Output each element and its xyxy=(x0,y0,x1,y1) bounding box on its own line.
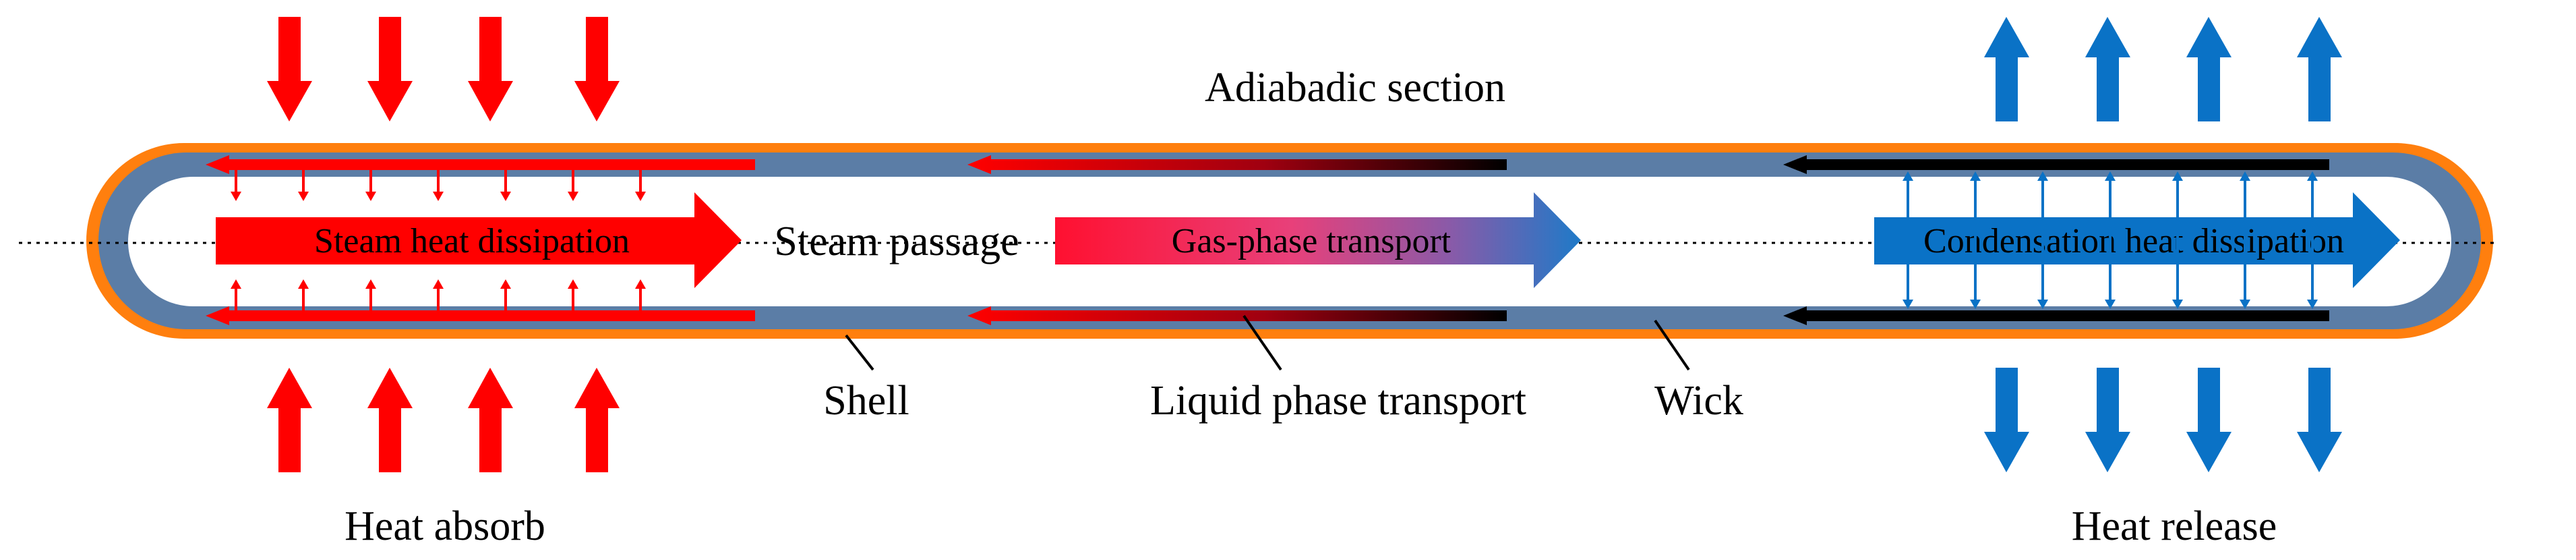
heat-absorb-bottom-arrows xyxy=(267,368,620,472)
evaporator-radial-arrows xyxy=(231,170,646,310)
liquid-return-arrow xyxy=(206,155,755,174)
flow-arrow-gas-transport-label: Gas-phase transport xyxy=(1172,222,1451,260)
wick-leader-line xyxy=(1654,319,1690,371)
liquid-return-arrow xyxy=(1783,155,2329,174)
liquid-return-arrow xyxy=(967,155,1507,174)
arrow-down-blue-icon xyxy=(2186,368,2231,472)
flow-arrow-gas-transport: Gas-phase transport xyxy=(1055,192,1581,288)
flow-arrow-condensation-label: Condensation heat dissipation xyxy=(1923,222,2344,260)
arrow-down-red-icon xyxy=(468,17,513,121)
steam-passage-label: Steam passage xyxy=(774,219,1019,264)
liquid-transport-leader-line xyxy=(1242,314,1282,371)
heat-release-label: Heat release xyxy=(2072,503,2277,549)
liquid-return-arrow xyxy=(967,306,1507,325)
heat-absorb-top-arrows xyxy=(267,17,620,121)
arrow-up-blue-icon xyxy=(2085,17,2130,121)
arrow-down-blue-icon xyxy=(2297,368,2342,472)
liquid-return-arrow xyxy=(206,306,755,325)
arrow-down-red-icon xyxy=(267,17,312,121)
arrow-down-red-icon xyxy=(574,17,620,121)
arrow-down-red-icon xyxy=(367,17,413,121)
arrow-down-blue-icon xyxy=(1984,368,2029,472)
adiabatic-section-label: Adiabadic section xyxy=(1205,65,1505,111)
wick-label: Wick xyxy=(1654,378,1743,424)
liquid-transport-label: Liquid phase transport xyxy=(1150,378,1526,424)
heat-absorb-label: Heat absorb xyxy=(345,503,545,549)
flow-arrow-steam-dissipation: Steam heat dissipation xyxy=(216,192,742,288)
arrow-up-red-icon xyxy=(468,368,513,472)
arrow-down-blue-icon xyxy=(2085,368,2130,472)
arrow-up-red-icon xyxy=(574,368,620,472)
flow-arrow-condensation: Condensation heat dissipation xyxy=(1874,192,2400,288)
flow-arrow-steam-dissipation-label: Steam heat dissipation xyxy=(314,222,630,260)
arrow-up-blue-icon xyxy=(2186,17,2231,121)
liquid-return-arrows xyxy=(206,155,2329,325)
arrow-up-blue-icon xyxy=(1984,17,2029,121)
heat-release-bottom-arrows xyxy=(1984,368,2342,472)
arrow-up-red-icon xyxy=(367,368,413,472)
shell-leader-line xyxy=(845,334,874,371)
shell-label: Shell xyxy=(823,378,909,424)
arrow-up-blue-icon xyxy=(2297,17,2342,121)
leader-lines xyxy=(845,314,1690,371)
heat-release-top-arrows xyxy=(1984,17,2342,121)
arrow-up-red-icon xyxy=(267,368,312,472)
liquid-return-arrow xyxy=(1783,306,2329,325)
condenser-radial-arrows xyxy=(1903,171,2318,309)
